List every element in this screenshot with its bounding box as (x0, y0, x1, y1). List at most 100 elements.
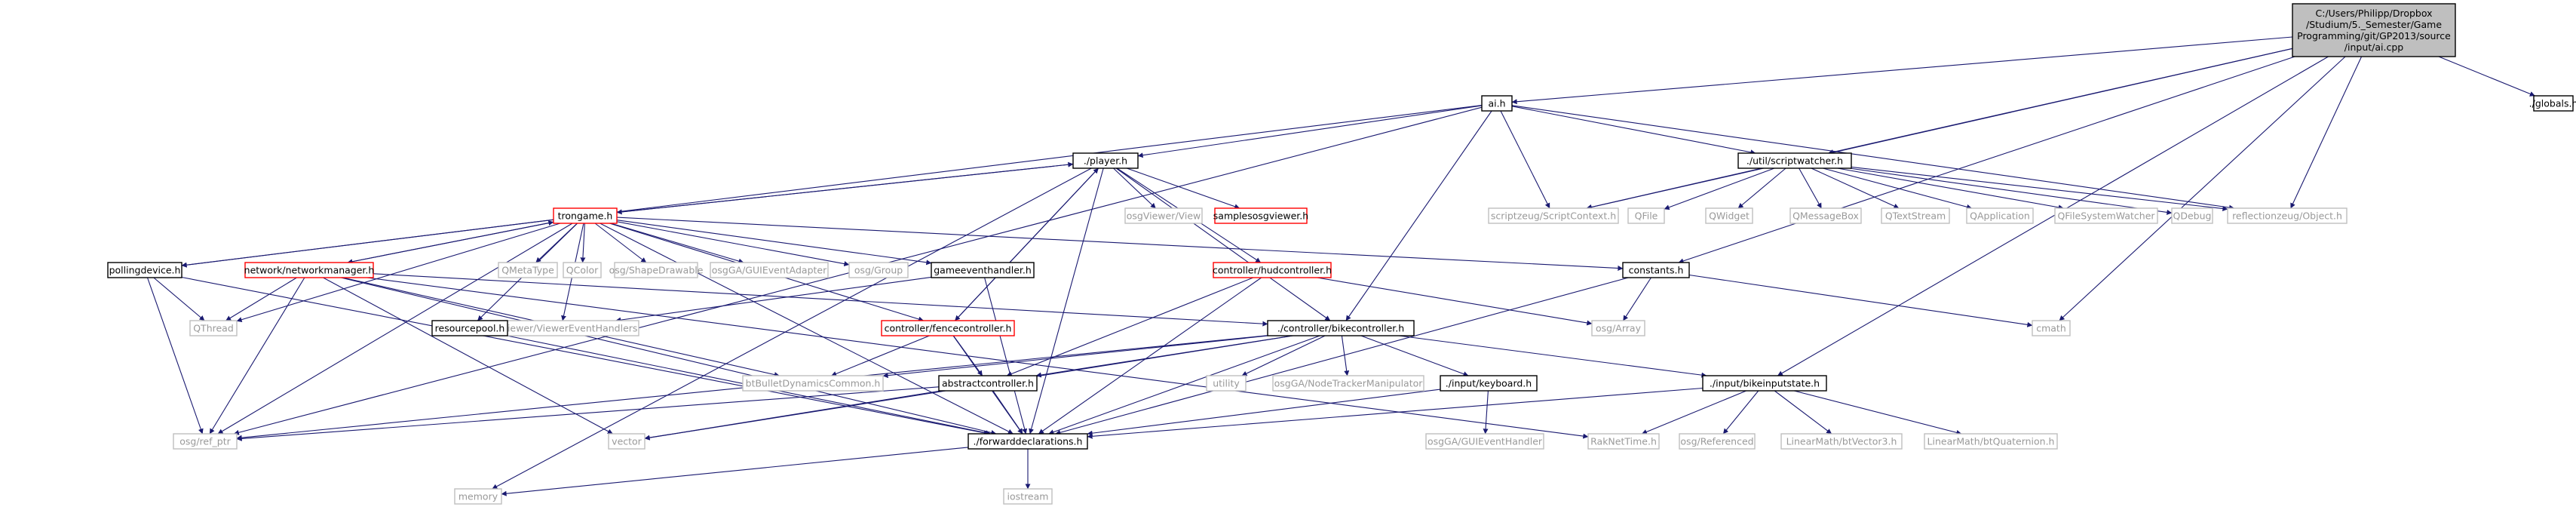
node-root[interactable]: C:/Users/Philipp/Dropbox/Studium/5._Seme… (2292, 3, 2456, 57)
node-label: samplesosgviewer.h (1213, 210, 1308, 222)
node-box (2227, 207, 2348, 224)
node-box (1488, 207, 1619, 224)
node-constants[interactable]: constants.h (1622, 262, 1690, 278)
node-qfilesystemwatcher: QFileSystemWatcher (2054, 207, 2158, 224)
edge-ai-to-scriptcontext (1500, 110, 1550, 209)
node-bikecontroller[interactable]: ./controller/bikecontroller.h (1267, 320, 1415, 336)
node-box (1481, 95, 1513, 112)
edge-bikecontroller-to-forwarddecl (1048, 335, 1320, 435)
edge-pollingdevice-to-refptr (146, 277, 204, 435)
node-abstractcontroller[interactable]: abstractcontroller.h (938, 375, 1038, 392)
edge-bikecontroller-to-keyboard (1360, 335, 1469, 376)
node-box (1737, 152, 1852, 169)
node-qwidget: QWidget (1705, 207, 1753, 224)
node-label: resourcepool.h (435, 323, 505, 334)
edge-root-to-ai (1511, 36, 2293, 105)
edge-bikecontroller-to-bikeinputstate (1398, 335, 1707, 378)
node-qmetatype: QMetaType (498, 262, 558, 278)
node-resourcepool[interactable]: resourcepool.h (431, 320, 508, 336)
edge-networkmanager-to-qthread (225, 277, 297, 321)
edge-scriptwatcher-to-scriptcontext (1586, 167, 1762, 210)
node-pollingdevice[interactable]: pollingdevice.h (107, 262, 182, 278)
node-box (2533, 95, 2574, 112)
node-box (189, 320, 238, 336)
node-label: utility (1213, 378, 1240, 389)
node-bikeinputstate[interactable]: ./input/bikeinputstate.h (1702, 375, 1827, 392)
node-label: osgGA/NodeTrackerManipulator (1274, 378, 1424, 389)
node-label: network/networkmanager.h (244, 265, 375, 276)
node-label: osg/Array (1596, 323, 1642, 334)
node-label: scriptzeug/ScriptContext.h (1491, 210, 1616, 222)
edge-root-to-cmath (2059, 56, 2346, 321)
node-forwarddecl[interactable]: ./forwarddeclarations.h (968, 433, 1088, 450)
node-ai[interactable]: ai.h (1481, 95, 1513, 112)
edge-trongame-to-qthread (236, 223, 561, 323)
edge-bikeinputstate-to-btquaternion (1793, 390, 1962, 435)
node-label: ./forwarddeclarations.h (974, 436, 1083, 447)
edge-scriptwatcher-to-qmessagebox (1799, 167, 1822, 209)
node-box (1591, 320, 1645, 336)
node-viewerview: osgViewer/View (1124, 207, 1203, 224)
node-label: ./input/keyboard.h (1446, 378, 1532, 389)
node-trongame[interactable]: trongame.h (553, 207, 618, 224)
node-label: QThread (193, 323, 234, 334)
node-box (848, 262, 909, 278)
edge-keyboard-to-forwarddecl (1087, 389, 1441, 436)
edge-bikecontroller-to-btbullet (882, 335, 1269, 379)
edge-bikeinputstate-to-raknettime (1641, 390, 1746, 435)
node-box (553, 207, 618, 224)
node-vector: vector (608, 433, 646, 450)
edge-abstractcontroller-to-refptr (236, 386, 940, 441)
node-keyboard[interactable]: ./input/keyboard.h (1440, 375, 1538, 392)
edge-fencecontroller-to-player (954, 167, 1099, 321)
node-box (244, 262, 374, 278)
node-fencecontroller[interactable]: controller/fencecontroller.h (881, 320, 1015, 336)
node-box (107, 262, 182, 278)
node-label: osgViewer/View (1127, 210, 1201, 222)
node-label: iostream (1007, 491, 1049, 502)
node-hudcontroller[interactable]: controller/hudcontroller.h (1213, 262, 1332, 278)
edge-trongame-to-player (616, 161, 1074, 213)
edge-player-to-bikecontroller (1115, 167, 1331, 321)
node-cmath: cmath (2032, 320, 2071, 336)
node-label: QFile (1635, 210, 1658, 222)
edge-ai-to-player (1137, 105, 1483, 158)
node-scriptwatcher[interactable]: ./util/scriptwatcher.h (1737, 152, 1852, 169)
node-box (2032, 320, 2071, 336)
edge-abstractcontroller-to-forwarddecl (992, 390, 1023, 435)
node-label: controller/hudcontroller.h (1213, 265, 1332, 276)
node-box (498, 262, 558, 278)
node-samplesosgviewer[interactable]: samplesosgviewer.h (1213, 207, 1308, 224)
edge-constants-to-cmath (1688, 274, 2033, 327)
node-osgarray: osg/Array (1591, 320, 1645, 336)
edge-pollingdevice-to-qthread (153, 277, 205, 321)
node-label: memory (458, 491, 498, 502)
node-label: osg/Referenced (1680, 436, 1753, 447)
node-osggroup: osg/Group (848, 262, 909, 278)
node-label: osg/Group (854, 265, 903, 276)
node-box (454, 488, 502, 505)
node-label: QColor (566, 265, 599, 276)
node-qtextstream: QTextStream (1881, 207, 1950, 224)
node-label: controller/fencecontroller.h (885, 323, 1012, 334)
node-globals[interactable]: ./globals.h (2529, 95, 2576, 112)
node-player[interactable]: ./player.h (1072, 152, 1139, 169)
node-memory: memory (454, 488, 502, 505)
edge-keyboard-to-guieventhandler (1483, 390, 1489, 435)
node-label: osg/ref_ptr (179, 436, 231, 447)
node-label: osgGA/GUIEventHandler (1428, 436, 1543, 447)
node-box (1440, 375, 1538, 392)
node-box (2054, 207, 2158, 224)
node-networkmanager[interactable]: network/networkmanager.h (244, 262, 375, 278)
edge-player-to-samplesosgviewer (1127, 167, 1240, 210)
edge-hudcontroller-to-osgarray (1317, 277, 1593, 326)
node-gameeventhandler[interactable]: gameeventhandler.h (931, 262, 1035, 278)
node-label: QFileSystemWatcher (2057, 210, 2155, 222)
node-guieventhandler: osgGA/GUIEventHandler (1425, 433, 1544, 450)
edge-networkmanager-to-forwarddecl (340, 277, 997, 435)
node-box (2292, 3, 2456, 57)
node-label: Programming/git/GP2013/source (2297, 30, 2451, 41)
edge-bikecontroller-to-nodetracker (1341, 335, 1350, 376)
node-box (1213, 262, 1332, 278)
node-box (1705, 207, 1753, 224)
